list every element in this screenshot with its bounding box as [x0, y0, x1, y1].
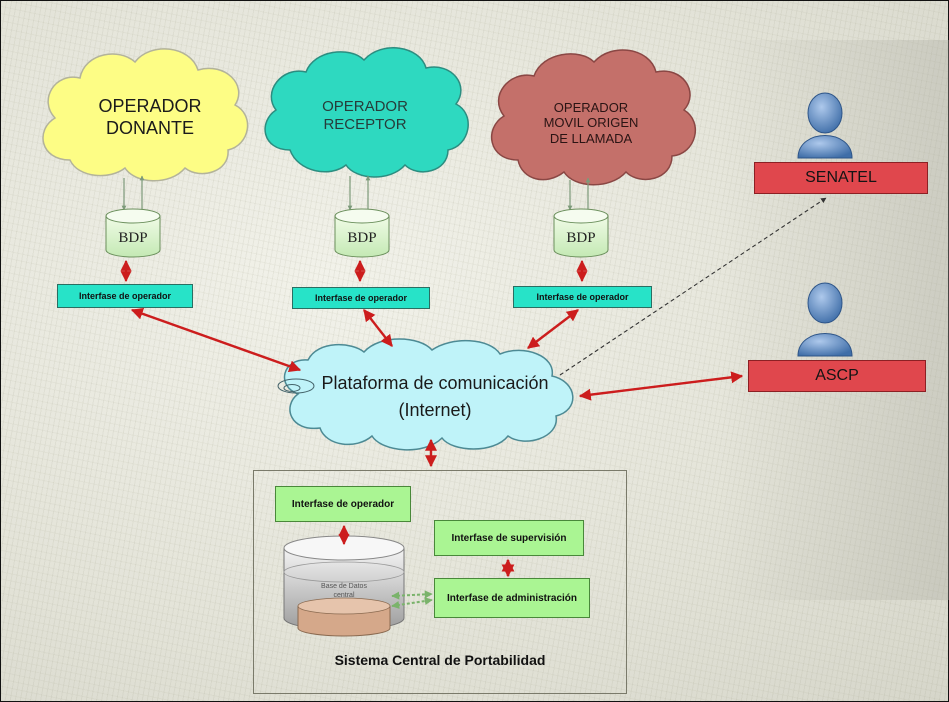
central-system-title: Sistema Central de Portabilidad	[334, 652, 546, 668]
entity-senatel: SENATEL	[754, 162, 928, 194]
dotted-arrow-senatel	[559, 197, 827, 376]
movil-line3: DE LLAMADA	[549, 130, 633, 146]
movil-line2: MOVIL ORIGEN	[543, 115, 639, 131]
bdp-cylinder-movil	[553, 208, 609, 258]
interface-platform-arrows	[130, 307, 744, 468]
central-interface-administracion: Interfase de administración	[434, 578, 590, 618]
central-db-label-line2: central	[333, 592, 355, 600]
central-system-box	[253, 470, 627, 694]
platform-label: Plataforma de comunicación (Internet)	[290, 370, 580, 424]
cloud-label-donante: OPERADOR DONANTE	[62, 88, 238, 148]
cloud-operador-movil	[490, 49, 696, 186]
bdp-cylinder-receptor	[334, 208, 390, 258]
platform-line2: (Internet)	[398, 400, 472, 420]
entity-ascp: ASCP	[748, 360, 926, 392]
bdp-label-receptor: BDP	[347, 230, 377, 246]
central-interface-supervision: Interfase de supervisión	[434, 520, 584, 556]
central-internal-arrows	[338, 524, 515, 609]
bdp-cylinder-donante	[105, 208, 161, 258]
cloud-label-receptor: OPERADOR RECEPTOR	[290, 90, 440, 142]
platform-line1: Plataforma de comunicación	[321, 373, 549, 393]
cloud-operador-receptor	[264, 47, 469, 178]
central-database-stack	[283, 535, 405, 637]
cloud-label-movil: OPERADOR MOVIL ORIGEN DE LLAMADA	[510, 88, 672, 158]
central-interface-operador: Interfase de operador	[275, 486, 411, 522]
interface-operador-donante: Interfase de operador	[57, 284, 193, 308]
donante-line1: OPERADOR	[98, 96, 202, 117]
person-icon-senatel	[797, 92, 853, 159]
donante-line2: DONANTE	[105, 118, 194, 138]
interface-operador-receptor: Interfase de operador	[292, 287, 430, 309]
receptor-line2: RECEPTOR	[323, 116, 407, 133]
interface-operador-movil: Interfase de operador	[513, 286, 652, 308]
central-db-label-line1: Base de Datos	[321, 583, 367, 590]
central-db-label: Base de Datos central	[297, 582, 391, 600]
receptor-line1: OPERADOR	[322, 98, 408, 115]
bdp-label-donante: BDP	[118, 230, 148, 246]
cloud-bdp-connectors	[121, 175, 591, 212]
bdp-interface-arrows	[120, 259, 588, 283]
person-icon-ascp	[797, 282, 853, 357]
movil-line1: OPERADOR	[553, 99, 629, 115]
bdp-label-movil: BDP	[566, 230, 596, 246]
cloud-operador-donante	[42, 48, 249, 182]
